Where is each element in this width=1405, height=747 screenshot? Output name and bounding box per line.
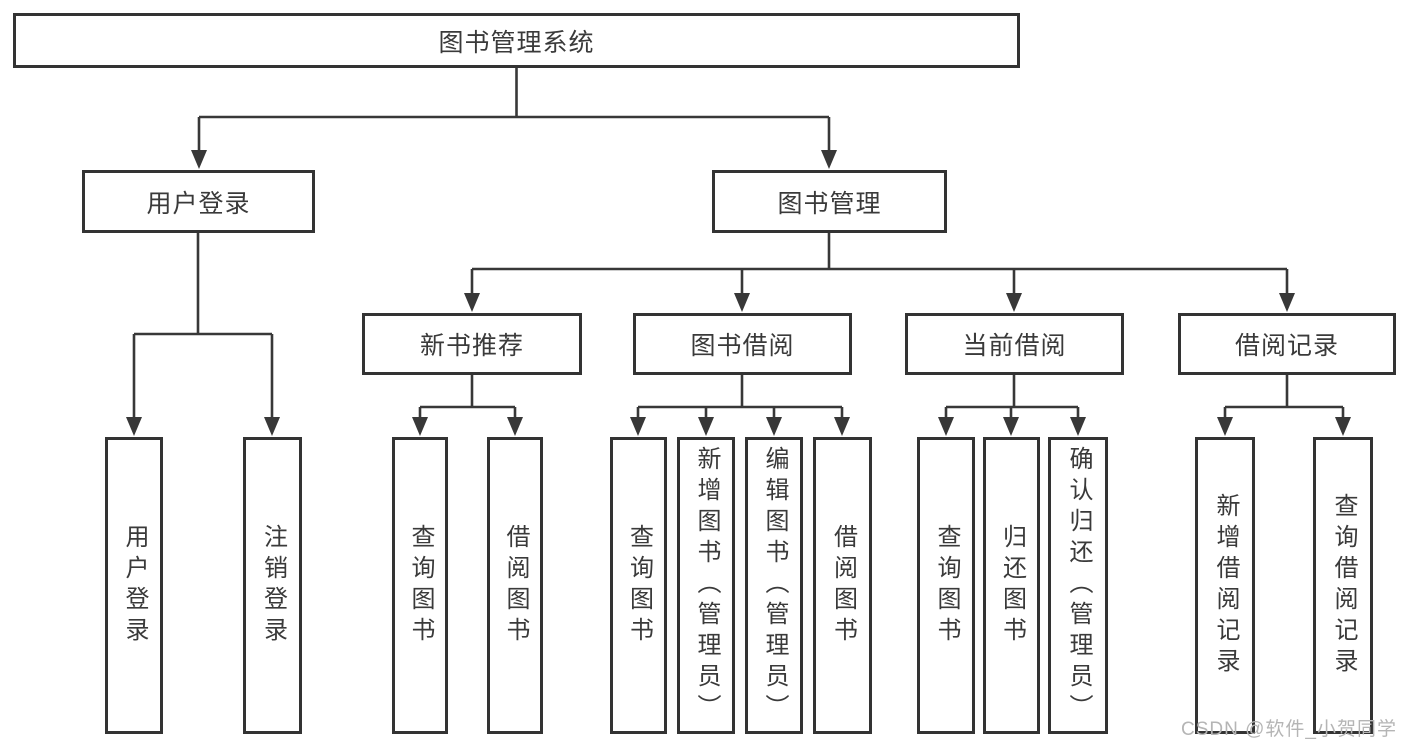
node-borrow-record: 借阅记录 xyxy=(1178,313,1396,375)
leaf-query-book-borrow-label: 查询图书 xyxy=(625,523,653,648)
leaf-query-book-recommend: 查询图书 xyxy=(392,437,448,734)
leaf-query-book-recommend-label: 查询图书 xyxy=(407,523,434,648)
leaf-borrow-book-recommend: 借阅图书 xyxy=(487,437,543,734)
leaf-logout-login-label: 注销登录 xyxy=(259,523,287,648)
leaf-return-book-label: 归还图书 xyxy=(998,523,1026,648)
leaf-query-book-borrow: 查询图书 xyxy=(610,437,667,734)
node-book-management: 图书管理 xyxy=(712,170,947,233)
leaf-return-book: 归还图书 xyxy=(983,437,1040,734)
node-root-label: 图书管理系统 xyxy=(438,28,595,57)
leaf-query-borrow-record-label: 查询借阅记录 xyxy=(1330,492,1357,679)
node-book-borrow-label: 图书借阅 xyxy=(690,332,795,360)
leaf-add-borrow-record-label: 新增借阅记录 xyxy=(1212,492,1239,679)
leaf-confirm-return-admin-label: 确认归还（管理员） xyxy=(1065,446,1092,725)
node-new-book-recommend-label: 新书推荐 xyxy=(419,332,524,360)
leaf-logout-login: 注销登录 xyxy=(243,437,302,734)
leaf-confirm-return-admin: 确认归还（管理员） xyxy=(1048,437,1108,734)
leaf-user-login: 用户登录 xyxy=(105,437,163,734)
leaf-add-book-admin: 新增图书（管理员） xyxy=(677,437,735,734)
leaf-query-borrow-record: 查询借阅记录 xyxy=(1313,437,1373,734)
node-root: 图书管理系统 xyxy=(13,13,1020,68)
node-user-login: 用户登录 xyxy=(82,170,315,233)
leaf-borrow-book: 借阅图书 xyxy=(813,437,872,734)
node-user-login-label: 用户登录 xyxy=(146,189,251,218)
leaf-edit-book-admin: 编辑图书（管理员） xyxy=(745,437,803,734)
node-current-borrow: 当前借阅 xyxy=(905,313,1124,375)
leaf-borrow-book-label: 借阅图书 xyxy=(829,523,857,648)
node-book-management-label: 图书管理 xyxy=(777,189,882,218)
leaf-add-borrow-record: 新增借阅记录 xyxy=(1195,437,1255,734)
watermark: CSDN @软件_小贺同学 xyxy=(1181,719,1397,740)
node-borrow-record-label: 借阅记录 xyxy=(1234,332,1339,360)
leaf-borrow-book-recommend-label: 借阅图书 xyxy=(502,523,529,648)
leaf-query-book-current-label: 查询图书 xyxy=(933,523,960,648)
leaf-query-book-current: 查询图书 xyxy=(917,437,975,734)
leaf-user-login-label: 用户登录 xyxy=(121,523,148,648)
leaf-edit-book-admin-label: 编辑图书（管理员） xyxy=(761,446,788,725)
node-book-borrow: 图书借阅 xyxy=(633,313,852,375)
node-new-book-recommend: 新书推荐 xyxy=(362,313,582,375)
leaf-add-book-admin-label: 新增图书（管理员） xyxy=(693,446,720,725)
node-current-borrow-label: 当前借阅 xyxy=(962,332,1067,360)
